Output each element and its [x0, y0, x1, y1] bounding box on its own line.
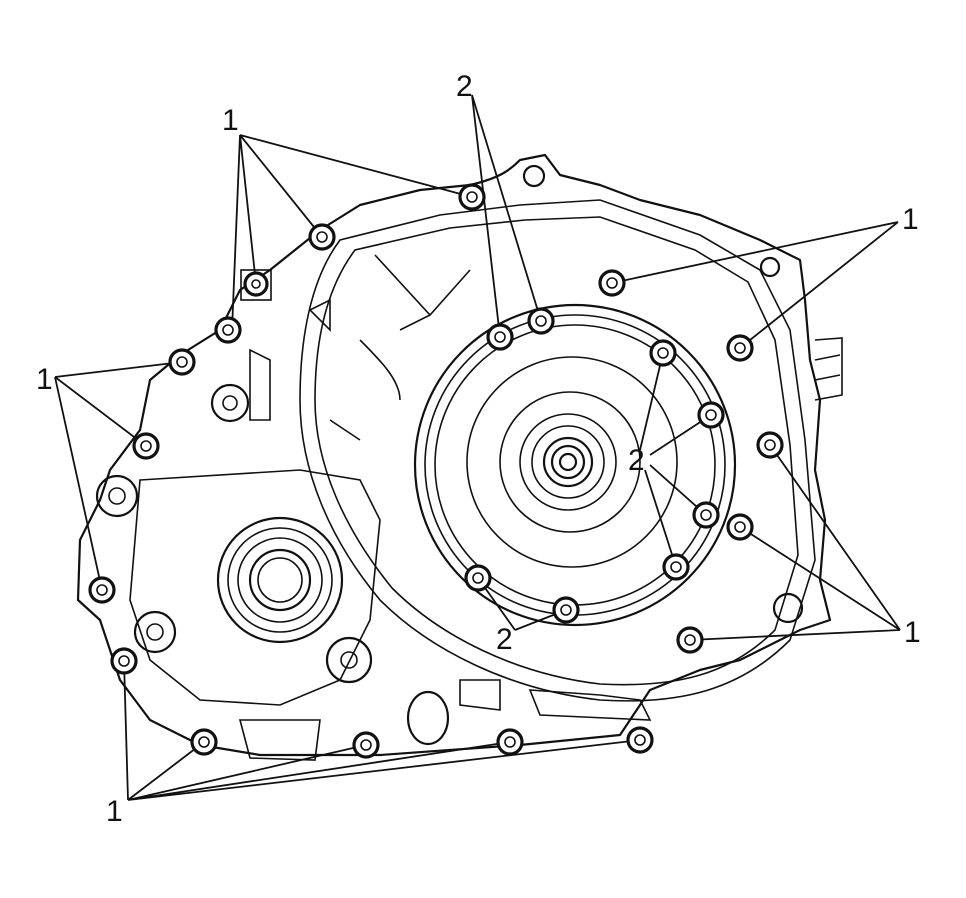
callout-1-bottom-left: 1	[106, 795, 123, 828]
bearing-ring-5	[257, 557, 303, 603]
bolt-icon	[458, 183, 486, 211]
converter-ring-5	[499, 391, 641, 533]
dowel-hole-inner	[108, 487, 126, 505]
hub-ring-3	[542, 436, 594, 488]
bolt-icon	[676, 626, 704, 654]
converter-ring-outer	[413, 303, 737, 627]
bolt-icon	[168, 348, 196, 376]
bolt-icon	[726, 513, 754, 541]
callout-2-right-mid: 2	[628, 444, 645, 477]
bolt-icon	[662, 553, 690, 581]
bolt-icon	[132, 432, 160, 460]
bolt-icon	[649, 339, 677, 367]
bolt-icon	[214, 316, 242, 344]
bolts-type-2	[464, 307, 725, 624]
callout-1-right-bottom: 1	[904, 616, 921, 649]
dowel-hole-inner	[222, 395, 238, 411]
callout-1-top-right: 1	[902, 203, 919, 236]
bearing-ring-3	[237, 537, 323, 623]
bolt-icon	[240, 269, 272, 301]
dowel-hole	[210, 383, 250, 423]
dowel-hole-inner	[340, 651, 358, 669]
flange-inner	[299, 199, 816, 702]
callout-1-left: 1	[36, 363, 53, 396]
bolt-icon	[692, 501, 720, 529]
bolt-icon	[496, 728, 524, 756]
converter-ring-4	[466, 356, 678, 568]
bolts-type-1	[88, 183, 784, 759]
bolt-icon	[527, 307, 555, 335]
dowel-hole	[325, 636, 373, 684]
oval-opening	[406, 690, 450, 746]
hub-ring-1	[519, 413, 617, 511]
hub-center	[558, 452, 578, 472]
rib-lines	[249, 254, 471, 441]
dowel-hole	[133, 610, 177, 654]
callout-2-top: 2	[456, 70, 473, 103]
bolt-icon	[697, 401, 725, 429]
case-outline	[76, 153, 832, 757]
bearing-ring-4	[248, 548, 312, 612]
dowel-hole-inner	[146, 623, 164, 641]
bolt-icon	[352, 731, 380, 759]
bearing-outer	[216, 516, 344, 644]
callout-2-bottom: 2	[496, 623, 513, 656]
dowel-hole	[95, 474, 139, 518]
bolt-icon	[486, 323, 514, 351]
bolt-icon	[726, 334, 754, 362]
bolt-icon	[464, 564, 492, 592]
bolt-icon	[598, 269, 626, 297]
bolt-icon	[552, 596, 580, 624]
bolt-icon	[756, 431, 784, 459]
bolt-icon	[626, 726, 654, 754]
hub-ring-2	[531, 425, 605, 499]
dowel-hole	[759, 256, 781, 278]
bottom-pockets	[238, 679, 652, 761]
hub-ring-4	[550, 444, 586, 480]
callout-1-top-left: 1	[222, 104, 239, 137]
flange-inner-2	[314, 216, 799, 686]
side-boss	[814, 337, 843, 401]
bearing-ring-2	[227, 527, 333, 633]
dowel-hole	[522, 164, 546, 188]
bolt-icon	[308, 223, 336, 251]
dowel-hole	[772, 592, 804, 624]
bolt-icon	[190, 728, 218, 756]
leader-lines	[54, 94, 901, 801]
bolt-icon	[88, 576, 116, 604]
bolt-icon	[110, 647, 138, 675]
